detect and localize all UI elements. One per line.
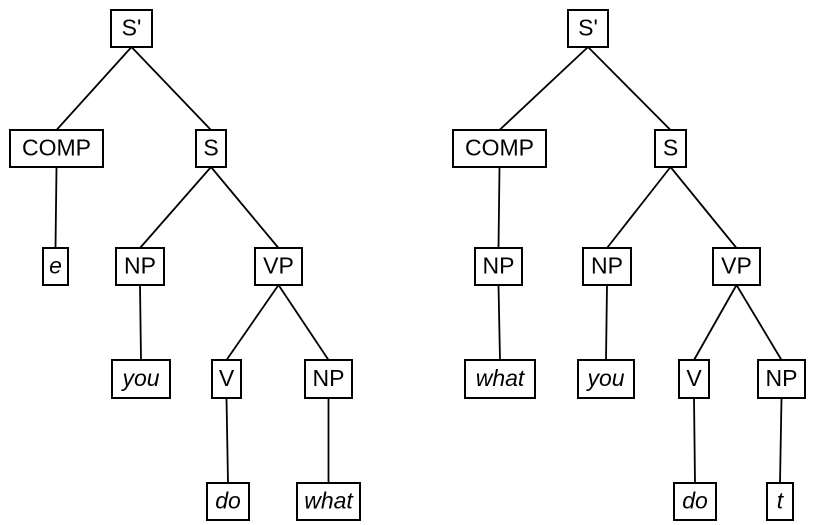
node-box-L-what — [296, 482, 361, 521]
node-label-L-COMP: COMP — [22, 135, 91, 161]
node-label-L-V: V — [219, 365, 235, 391]
tree-node-R-what[interactable]: what — [464, 359, 536, 399]
tree-edge-L-S-to-L-VP — [210, 166, 280, 249]
node-box-L-NP1 — [115, 247, 165, 286]
tree-node-L-NP2[interactable]: NP — [304, 359, 353, 399]
tree-edge-L-Sbar-to-L-COMP — [55, 46, 133, 131]
tree-node-L-Sbar[interactable]: S' — [110, 9, 153, 48]
node-label-R-what: what — [476, 365, 526, 391]
node-box-L-you — [111, 359, 171, 399]
node-label-R-t: t — [777, 488, 785, 514]
node-box-L-NP2 — [304, 359, 353, 399]
node-label-L-S: S — [203, 135, 218, 161]
tree-node-L-e[interactable]: e — [42, 247, 69, 286]
tree-node-L-VP[interactable]: VP — [254, 247, 303, 286]
tree-edge-R-S-to-R-VP — [669, 166, 738, 249]
tree-node-R-do[interactable]: do — [673, 482, 717, 521]
node-label-R-V: V — [686, 365, 702, 391]
node-box-R-NP2 — [757, 359, 806, 399]
tree-edge-R-VP-to-R-NP2 — [735, 284, 783, 361]
node-label-R-COMP: COMP — [465, 135, 534, 161]
tree-edge-R-Sbar-to-R-COMP — [498, 46, 589, 131]
node-label-L-do: do — [215, 488, 241, 514]
tree-edge-R-COMP-to-R-NP0 — [497, 166, 501, 249]
node-box-R-V — [678, 359, 710, 399]
tree-edge-R-S-to-R-NP1 — [606, 166, 672, 249]
tree-edge-L-NP1-to-L-you — [139, 284, 142, 361]
node-box-R-Sbar — [567, 9, 609, 48]
tree-node-R-t[interactable]: t — [766, 482, 794, 521]
node-label-R-S: S — [663, 135, 678, 161]
tree-node-L-COMP[interactable]: COMP — [9, 129, 104, 168]
node-label-L-NP1: NP — [124, 253, 156, 279]
node-label-L-you: you — [120, 365, 159, 391]
tree-edge-R-V-to-R-do — [693, 397, 696, 484]
tree-edge-R-NP2-to-R-t — [779, 397, 783, 484]
tree-edge-R-VP-to-R-V — [693, 284, 738, 361]
node-label-R-VP: VP — [721, 253, 752, 279]
node-label-L-e: e — [49, 253, 62, 279]
tree-edge-L-VP-to-L-V — [225, 284, 280, 361]
node-box-L-e — [42, 247, 69, 286]
node-box-R-VP — [712, 247, 761, 286]
tree-edge-L-V-to-L-do — [225, 397, 229, 484]
tree-edge-L-VP-to-L-NP2 — [277, 284, 330, 361]
surface-structure-tree-nodes: S' COMP S NP NP VP what you V NP do t — [452, 9, 806, 521]
tree-node-L-NP1[interactable]: NP — [115, 247, 165, 286]
node-label-R-NP1: NP — [591, 253, 623, 279]
tree-node-R-S[interactable]: S — [654, 129, 687, 168]
node-box-L-VP — [254, 247, 303, 286]
node-box-R-S — [654, 129, 687, 168]
edges-layer — [54, 46, 783, 484]
tree-node-L-do[interactable]: do — [206, 482, 250, 521]
tree-edge-R-NP1-to-R-you — [605, 284, 608, 361]
node-box-L-S — [195, 129, 227, 168]
tree-node-R-NP1[interactable]: NP — [582, 247, 632, 286]
node-label-R-do: do — [682, 488, 708, 514]
tree-node-R-NP2[interactable]: NP — [757, 359, 806, 399]
tree-node-R-V[interactable]: V — [678, 359, 710, 399]
deep-structure-tree-edges — [54, 46, 330, 484]
tree-edge-L-S-to-L-NP1 — [139, 166, 212, 249]
node-box-R-what — [464, 359, 536, 399]
node-box-R-NP0 — [474, 247, 523, 286]
tree-node-R-Sbar[interactable]: S' — [567, 9, 609, 48]
node-label-R-Sbar: S' — [578, 15, 598, 41]
tree-node-R-you[interactable]: you — [577, 359, 635, 399]
node-label-R-NP2: NP — [766, 365, 798, 391]
node-box-L-do — [206, 482, 250, 521]
node-label-R-you: you — [585, 365, 624, 391]
node-box-L-V — [211, 359, 242, 399]
tree-node-L-S[interactable]: S — [195, 129, 227, 168]
tree-node-R-NP0[interactable]: NP — [474, 247, 523, 286]
node-label-R-NP0: NP — [483, 253, 515, 279]
surface-structure-tree-edges — [497, 46, 783, 484]
node-box-R-do — [673, 482, 717, 521]
tree-node-R-VP[interactable]: VP — [712, 247, 761, 286]
tree-edge-R-NP0-to-R-what — [497, 284, 501, 361]
node-label-L-what: what — [304, 488, 354, 514]
tree-node-L-V[interactable]: V — [211, 359, 242, 399]
tree-edge-L-COMP-to-L-e — [54, 166, 58, 249]
node-box-R-COMP — [452, 129, 547, 168]
tree-edge-L-Sbar-to-L-S — [130, 46, 212, 131]
node-box-R-t — [766, 482, 794, 521]
tree-node-L-what[interactable]: what — [296, 482, 361, 521]
node-box-R-you — [577, 359, 635, 399]
node-box-L-Sbar — [110, 9, 153, 48]
tree-node-L-you[interactable]: you — [111, 359, 171, 399]
node-box-R-NP1 — [582, 247, 632, 286]
node-label-L-NP2: NP — [313, 365, 345, 391]
tree-node-R-COMP[interactable]: COMP — [452, 129, 547, 168]
node-box-L-COMP — [9, 129, 104, 168]
node-label-L-Sbar: S' — [122, 15, 142, 41]
tree-edge-R-Sbar-to-R-S — [587, 46, 672, 131]
node-label-L-VP: VP — [263, 253, 294, 279]
